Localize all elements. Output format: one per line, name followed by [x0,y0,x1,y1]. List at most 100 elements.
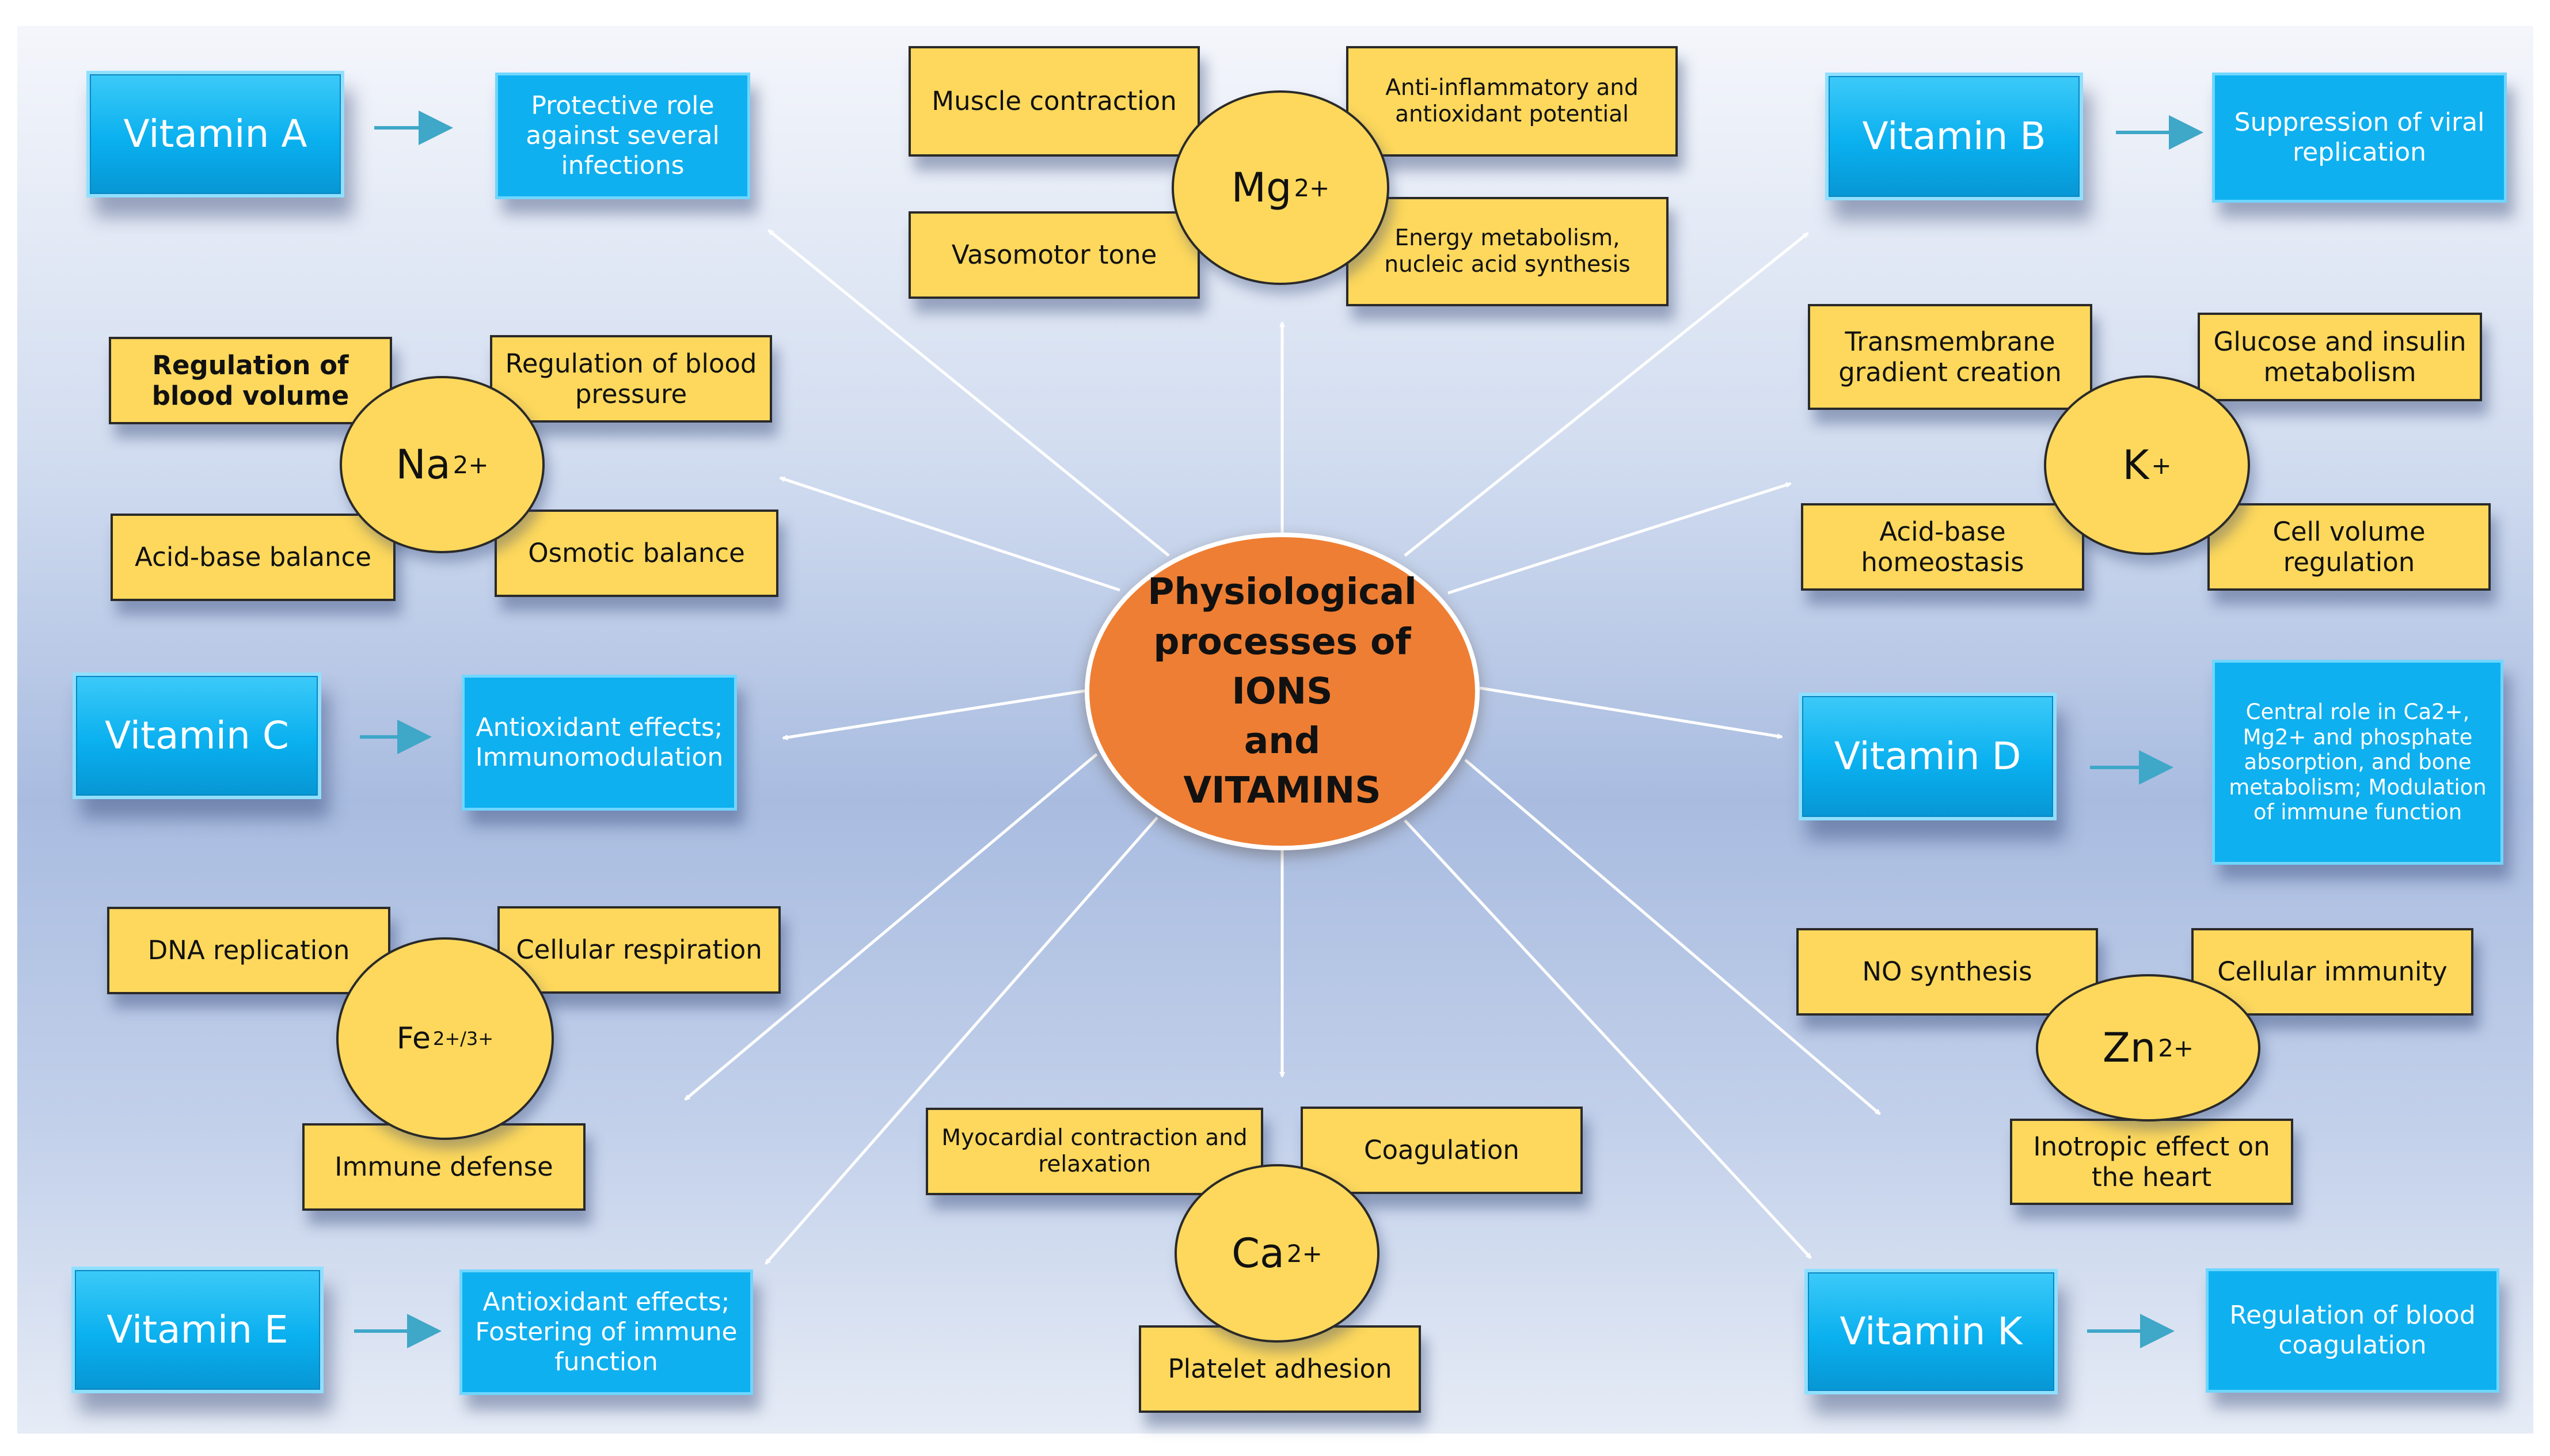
zn-role-text: Cellular immunity [2217,956,2448,987]
ion-k-circle: K+ [2044,375,2250,555]
ion-ca-charge: 2+ [1286,1239,1322,1268]
vitamin-d-effect-text: Central role in Ca2+, Mg2+ and phosphate… [2229,699,2487,825]
na-role-text: Regulation of blood pressure [505,348,757,409]
na-role-text: Osmotic balance [528,538,745,569]
center-title-line-5: VITAMINS [1183,769,1381,812]
na-role-acid-base-balance: Acid-base balance [111,514,396,601]
k-role-text: Transmembrane gradient creation [1838,326,2062,387]
center-title-line-1: Physiological [1147,571,1417,613]
arrow-to-vitamin-d [1479,686,1783,739]
fe-role-dna-replication: DNA replication [107,907,390,994]
arrow-to-vitamin-b [1404,232,1809,557]
na-role-text: Regulation of blood volume [151,349,349,411]
arrow-to-vitamin-c [782,689,1085,740]
ion-fe-symbol: Fe [396,1021,431,1056]
zn-role-inotropic-effect: Inotropic effect on the heart [2010,1119,2293,1205]
vitamin-d-box: Vitamin D [1799,693,2057,820]
arrow-to-vitamin-a [767,229,1170,557]
vitamin-e-effect-text: Antioxidant effects; Fostering of immune… [475,1287,738,1377]
k-role-text: Acid-base homeostasis [1861,516,2024,577]
k-role-text: Cell volume regulation [2272,516,2426,577]
vitamin-b-effect-text: Suppression of viral replication [2234,108,2485,167]
ion-ca-symbol: Ca [1232,1230,1284,1277]
fe-role-immune-defense: Immune defense [302,1123,586,1211]
vitamin-c-box: Vitamin C [73,672,321,799]
vitamin-b-effect-box: Suppression of viral replication [2212,73,2507,203]
ion-mg-symbol: Mg [1231,164,1292,211]
na-role-text: Acid-base balance [135,542,371,573]
fe-role-text: Immune defense [335,1151,553,1183]
center-title-line-4: and [1244,720,1321,762]
fe-role-cellular-respiration: Cellular respiration [497,906,781,994]
vitamin-e-label: Vitamin E [107,1307,288,1352]
zn-role-cellular-immunity: Cellular immunity [2191,928,2473,1016]
na-role-blood-pressure: Regulation of blood pressure [490,335,772,423]
zn-role-text: Inotropic effect on the heart [2033,1131,2270,1192]
vitamin-a-effect-box: Protective role against several infectio… [495,73,750,199]
ion-fe-charge: 2+/3+ [432,1028,494,1050]
mg-role-text: Anti-inflammatory and antioxidant potent… [1385,74,1639,127]
ion-zn-symbol: Zn [2102,1024,2156,1071]
ion-na-symbol: Na [396,441,451,488]
k-role-glucose-insulin: Glucose and insulin metabolism [2198,313,2482,401]
ion-zn-charge: 2+ [2158,1033,2194,1062]
arrow-to-na [779,476,1120,592]
fe-role-text: DNA replication [147,935,350,966]
na-role-blood-volume: Regulation of blood volume [109,337,392,424]
zn-role-no-synthesis: NO synthesis [1796,928,2098,1016]
vitamin-k-effect-box: Regulation of blood coagulation [2206,1268,2499,1393]
vitamin-c-effect-box: Antioxidant effects; Immunomodulation [462,675,737,811]
vitamin-d-label: Vitamin D [1834,734,2021,779]
ion-mg-charge: 2+ [1294,173,1330,202]
vitamin-a-box: Vitamin A [86,71,344,197]
ion-na-charge: 2+ [453,450,489,479]
k-role-cell-volume: Cell volume regulation [2207,503,2491,591]
ion-k-symbol: K [2122,442,2149,489]
arrow-to-fe [684,753,1098,1101]
vitamin-c-effect-text: Antioxidant effects; Immunomodulation [475,713,724,772]
vitamin-k-box: Vitamin K [1804,1269,2058,1394]
k-role-text: Glucose and insulin metabolism [2213,326,2467,387]
ca-role-text: Platelet adhesion [1168,1354,1392,1385]
na-role-osmotic-balance: Osmotic balance [495,510,778,597]
vitamin-a-label: Vitamin A [123,112,307,157]
arrow-to-zn [1464,759,1881,1115]
mg-role-muscle-contraction: Muscle contraction [909,46,1200,157]
arrow-to-k [1447,482,1792,595]
vitamin-d-effect-box: Central role in Ca2+, Mg2+ and phosphate… [2212,660,2503,865]
vitamin-b-box: Vitamin B [1825,73,2083,200]
vitamin-b-label: Vitamin B [1862,114,2046,159]
arrow-to-vitamin-e [765,816,1158,1265]
arrow-to-vitamin-k [1404,819,1812,1259]
zn-role-text: NO synthesis [1862,956,2032,987]
ca-role-text: Myocardial contraction and relaxation [941,1124,1248,1177]
center-title-line-3: IONS [1232,670,1333,712]
vitamin-e-effect-box: Antioxidant effects; Fostering of immune… [459,1269,753,1395]
ca-role-myocardial-contraction: Myocardial contraction and relaxation [926,1108,1263,1195]
mg-role-text: Energy metabolism, nucleic acid synthesi… [1384,225,1631,277]
k-role-acid-base-homeostasis: Acid-base homeostasis [1801,503,2084,591]
center-title-line-2: processes of [1153,620,1411,663]
vitamin-c-label: Vitamin C [105,713,289,758]
center-hub: Physiological processes of IONS and VITA… [1085,533,1480,850]
k-role-transmembrane-gradient: Transmembrane gradient creation [1808,304,2092,410]
mg-role-vasomotor-tone: Vasomotor tone [909,211,1200,299]
vitamin-k-label: Vitamin K [1840,1309,2023,1354]
mg-role-anti-inflammatory: Anti-inflammatory and antioxidant potent… [1346,46,1678,157]
vitamin-a-effect-text: Protective role against several infectio… [526,91,720,180]
ca-role-text: Coagulation [1364,1135,1519,1166]
fe-role-text: Cellular respiration [516,934,762,965]
mg-role-text: Vasomotor tone [951,240,1157,271]
mg-role-energy-metabolism: Energy metabolism, nucleic acid synthesi… [1346,197,1669,306]
vitamin-e-box: Vitamin E [71,1267,324,1393]
mg-role-text: Muscle contraction [932,86,1177,117]
vitamin-k-effect-text: Regulation of blood coagulation [2229,1301,2476,1360]
ion-k-charge: + [2151,451,2172,480]
ca-role-coagulation: Coagulation [1301,1107,1583,1194]
